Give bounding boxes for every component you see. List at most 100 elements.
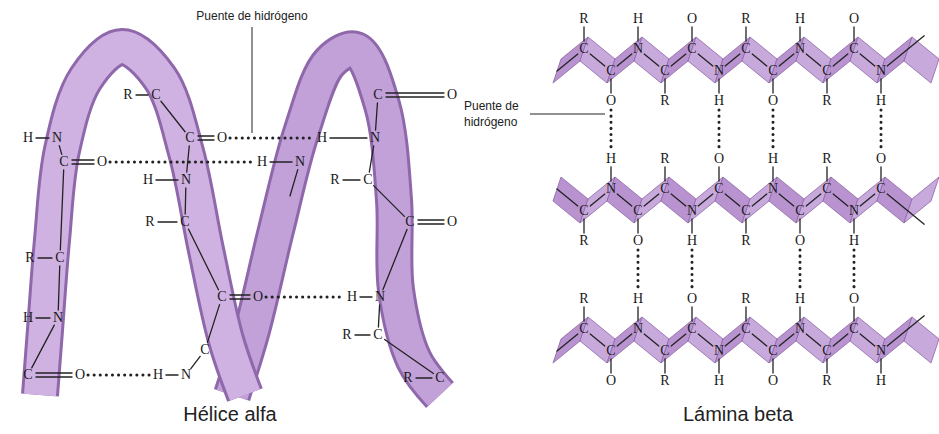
bond-line (853, 27, 854, 41)
bond-line (198, 135, 214, 136)
atom-symbol: N (181, 172, 191, 189)
atom-symbol: C (849, 321, 858, 338)
atom-symbol: C (687, 321, 696, 338)
helix-ribbon (40, 47, 245, 395)
bond-line (718, 79, 719, 93)
atom-symbol: C (849, 41, 858, 58)
atom-symbol: H (687, 233, 697, 250)
atom-symbol: R (660, 373, 669, 390)
atom-symbol: N (633, 321, 643, 338)
bond-line (376, 103, 378, 130)
bond-line (185, 188, 187, 214)
bond-line (32, 325, 55, 368)
bond-line (806, 194, 821, 206)
atom-symbol: O (687, 291, 697, 308)
atom-symbol: H (633, 11, 643, 28)
hydrogen-bond (266, 296, 344, 299)
bond-line (36, 376, 72, 377)
bond-line (799, 219, 800, 233)
bond-line (860, 194, 875, 206)
hydrogen-bond (88, 374, 150, 377)
bond-line (691, 307, 692, 321)
atom-symbol: N (370, 130, 380, 147)
bond-line (691, 27, 692, 41)
strand-ribbon (904, 317, 939, 363)
atom-symbol: C (768, 343, 777, 360)
strand-ribbon (742, 317, 777, 363)
strand-ribbon (904, 177, 939, 223)
bond-line (637, 27, 638, 41)
bond-line (583, 27, 584, 41)
atom-symbol: N (606, 181, 616, 198)
bond-line (59, 146, 62, 155)
bond-line (826, 79, 827, 93)
atom-symbol: N (687, 203, 697, 220)
atom-symbol: C (405, 214, 414, 231)
atom-symbol: C (822, 63, 831, 80)
atom-symbol: C (579, 41, 588, 58)
bond-line (617, 194, 632, 206)
atom-symbol: R (741, 11, 750, 28)
bond-line (617, 334, 632, 346)
bond-line (772, 79, 773, 93)
atom-symbol: R (403, 370, 412, 387)
bond-line (378, 305, 379, 327)
atom-symbol: C (795, 203, 804, 220)
bond-line (610, 167, 611, 181)
bond-line (671, 334, 686, 346)
bond-line (779, 194, 794, 206)
atom-symbol: R (579, 233, 588, 250)
atom-symbol: O (447, 87, 457, 104)
atom-symbol: C (633, 203, 642, 220)
bond-line (860, 334, 875, 346)
bond-line (158, 221, 177, 222)
bond-line (853, 307, 854, 321)
atom-symbol: R (579, 291, 588, 308)
bond-line (880, 359, 881, 373)
bond-line (833, 334, 848, 346)
callout-label: Puente de hidrógeno (464, 98, 536, 130)
atom-symbol: R (342, 327, 351, 344)
bond-line (360, 296, 372, 297)
atom-symbol: H (143, 172, 153, 189)
bond-line (58, 266, 59, 310)
atom-symbol: R (741, 233, 750, 250)
atom-symbol: H (317, 130, 327, 147)
atom-symbol: C (660, 63, 669, 80)
atom-symbol: R (25, 250, 34, 267)
atom-symbol: N (375, 289, 385, 306)
atom-symbol: O (97, 154, 107, 171)
bond-line (230, 294, 250, 295)
atom-symbol: N (181, 367, 191, 384)
bond-line (230, 298, 250, 299)
bond-line (691, 219, 692, 233)
bond-line (36, 137, 49, 138)
atom-symbol: R (822, 93, 831, 110)
atom-symbol: O (768, 93, 778, 110)
atom-symbol: N (53, 310, 63, 327)
atom-symbol: N (849, 203, 859, 220)
bond-line (880, 167, 881, 181)
bond-line (36, 372, 72, 373)
bond-line (887, 194, 924, 224)
bond-line (725, 194, 740, 206)
atom-symbol: N (714, 343, 724, 360)
atom-symbol: C (363, 172, 372, 189)
bond-line (725, 54, 740, 66)
atom-symbol: C (660, 343, 669, 360)
atom-symbol: R (660, 151, 669, 168)
bond-line (772, 359, 773, 373)
bond-line (698, 334, 713, 346)
bond-line (664, 359, 665, 373)
bond-line (187, 146, 189, 172)
atom-symbol: C (876, 181, 885, 198)
atom-symbol: C (579, 321, 588, 338)
bond-line (418, 223, 444, 224)
atom-symbol: O (217, 130, 227, 147)
atom-symbol: C (579, 203, 588, 220)
bond-line (72, 163, 94, 164)
bond-line (161, 101, 185, 131)
bond-line (583, 219, 584, 233)
bond-layer (32, 27, 924, 378)
atom-symbol: H (347, 289, 357, 306)
